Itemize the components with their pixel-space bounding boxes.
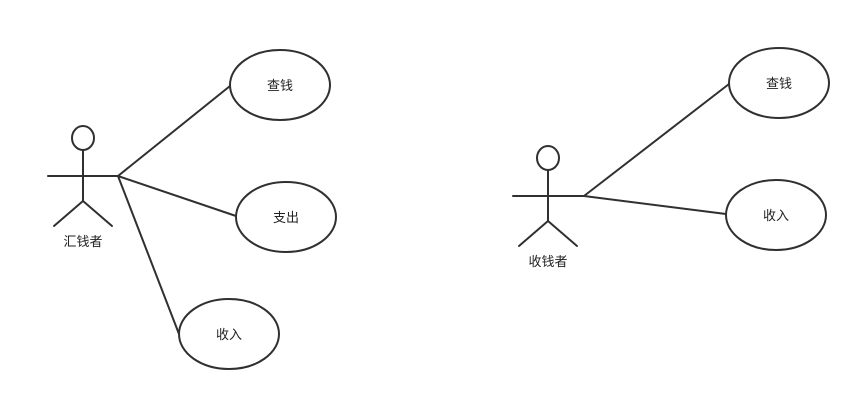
use-case-ellipse xyxy=(229,49,331,121)
use-case-check-receiver: 查钱 xyxy=(728,47,830,119)
use-case-receive-sender: 收入 xyxy=(178,298,280,370)
use-case-label: 收入 xyxy=(216,328,242,343)
actor-right-leg xyxy=(82,200,113,227)
use-case-ellipse xyxy=(725,179,827,251)
actor-left-leg xyxy=(518,220,549,247)
use-case-ellipse xyxy=(728,47,830,119)
associations-sender xyxy=(117,85,237,335)
associations-receiver xyxy=(583,83,730,215)
use-case-label: 收入 xyxy=(763,209,789,224)
association-receiver-check xyxy=(583,83,730,197)
actor-receiver-label: 收钱者 xyxy=(528,255,567,270)
use-case-ellipse xyxy=(235,181,337,253)
use-case-label: 查钱 xyxy=(766,77,792,92)
actor-head xyxy=(71,125,95,151)
association-sender-withdraw xyxy=(117,175,237,217)
use-case-label: 查钱 xyxy=(267,79,293,94)
use-case-label: 支出 xyxy=(273,211,299,226)
use-case-receive-receiver: 收入 xyxy=(725,179,827,251)
actor-head xyxy=(536,145,560,171)
use-case-check-sender: 查钱 xyxy=(229,49,331,121)
use-case-ellipse xyxy=(178,298,280,370)
actor-receiver: 收钱者 xyxy=(512,145,585,270)
actor-sender: 汇钱者 xyxy=(47,125,119,250)
actor-sender-label: 汇钱者 xyxy=(63,235,102,250)
association-sender-receive xyxy=(117,175,180,335)
actor-left-leg xyxy=(53,200,84,227)
use-case-withdraw: 支出 xyxy=(235,181,337,253)
actor-right-leg xyxy=(547,220,578,247)
association-sender-check xyxy=(117,85,231,177)
association-receiver-receive xyxy=(583,195,727,215)
